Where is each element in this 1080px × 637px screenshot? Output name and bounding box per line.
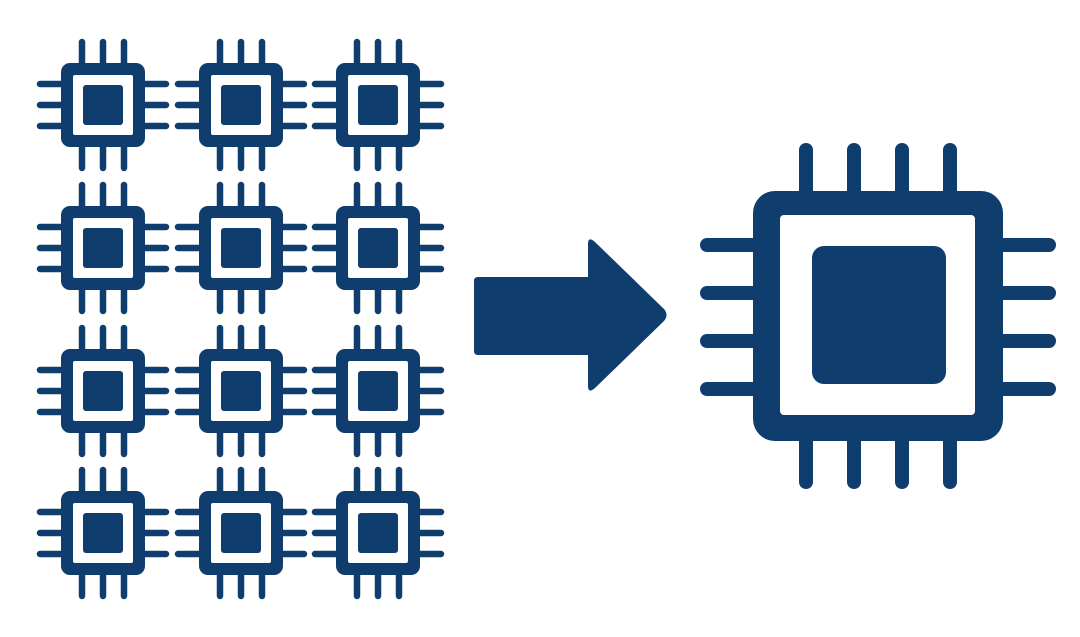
chip-core <box>812 246 946 384</box>
small-chip-icon <box>174 466 308 600</box>
chip-core <box>221 228 261 268</box>
arrow-shape <box>474 239 667 391</box>
small-chip-icon <box>174 38 308 172</box>
chip-core <box>83 513 123 553</box>
chip-core <box>221 371 261 411</box>
chip-core <box>358 85 398 125</box>
small-chip-icon <box>311 181 445 315</box>
chip-core <box>83 371 123 411</box>
chip-core <box>358 371 398 411</box>
small-chip-icon <box>36 38 170 172</box>
arrow-right-icon <box>474 239 667 391</box>
small-chip-icon <box>174 324 308 458</box>
chip-core <box>221 85 261 125</box>
chip-core <box>83 85 123 125</box>
small-chip-icon <box>174 181 308 315</box>
chip-core <box>358 228 398 268</box>
small-chip-icon <box>36 181 170 315</box>
small-chip-icon <box>36 324 170 458</box>
small-chip-icon <box>36 466 170 600</box>
small-chip-icon <box>311 324 445 458</box>
chip-core <box>221 513 261 553</box>
small-chip-icon <box>311 466 445 600</box>
chip-core <box>358 513 398 553</box>
large-chip <box>700 143 1056 489</box>
chip-core <box>83 228 123 268</box>
small-chip-grid <box>36 38 445 600</box>
small-chip-icon <box>311 38 445 172</box>
